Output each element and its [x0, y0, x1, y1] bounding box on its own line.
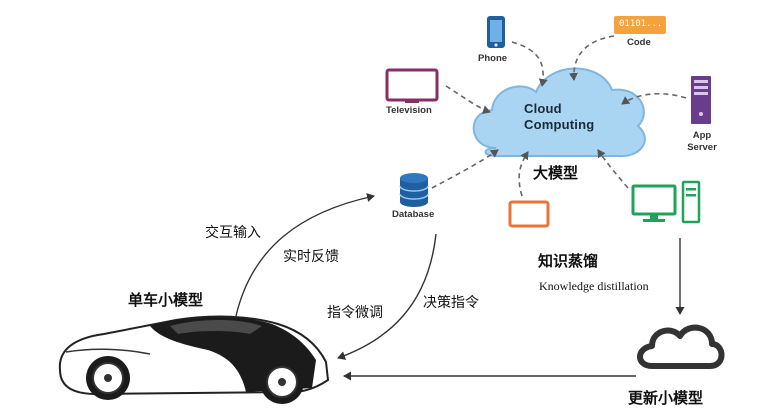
car-icon	[58, 315, 330, 404]
cloud-title-line2: Computing	[524, 117, 595, 132]
distillation-label: 知识蒸馏	[538, 252, 599, 270]
database-to-cloud-arrow	[431, 149, 499, 189]
code-label: Code	[627, 37, 651, 48]
code-chip-text: 01101...	[619, 19, 663, 29]
cloud-title-line1: Cloud	[524, 101, 562, 116]
app-server-icon	[691, 76, 711, 124]
desktop-computer-icon	[631, 180, 701, 224]
bike-model-label: 单车小模型	[128, 291, 204, 309]
tv-to-cloud-arrow	[445, 85, 491, 115]
big-model-label: 大模型	[533, 164, 579, 182]
phone-to-cloud-arrow	[511, 41, 548, 87]
car-to-database-arrow	[235, 193, 375, 317]
desktop-to-cloud-arrow	[597, 149, 629, 189]
phone-icon	[487, 16, 505, 48]
database-label: Database	[392, 209, 435, 220]
app-server-label: App Server	[687, 130, 717, 153]
update-cloud-icon	[637, 324, 725, 369]
database-to-car-arrow	[337, 233, 437, 360]
instruction-tuning-label: 指令微调	[327, 305, 383, 321]
tablet-to-cloud-arrow	[518, 151, 529, 197]
database-icon	[399, 173, 429, 207]
cloud-computing-icon	[472, 67, 646, 158]
interactive-input-label: 交互输入	[205, 225, 261, 241]
phone-label: Phone	[478, 53, 508, 64]
realtime-feedback-label: 实时反馈	[283, 249, 339, 265]
dashed-arrows	[431, 35, 687, 197]
television-label: Television	[386, 105, 432, 116]
tablet-icon	[508, 200, 550, 228]
update-model-label: 更新小模型	[628, 389, 704, 407]
decision-instruction-label: 决策指令	[423, 295, 479, 311]
distillation-english-label: Knowledge distillation	[539, 279, 649, 293]
server-to-cloud-arrow	[621, 92, 687, 105]
code-chip-icon	[614, 16, 666, 34]
television-icon	[385, 68, 439, 103]
solid-arrows	[235, 193, 685, 381]
